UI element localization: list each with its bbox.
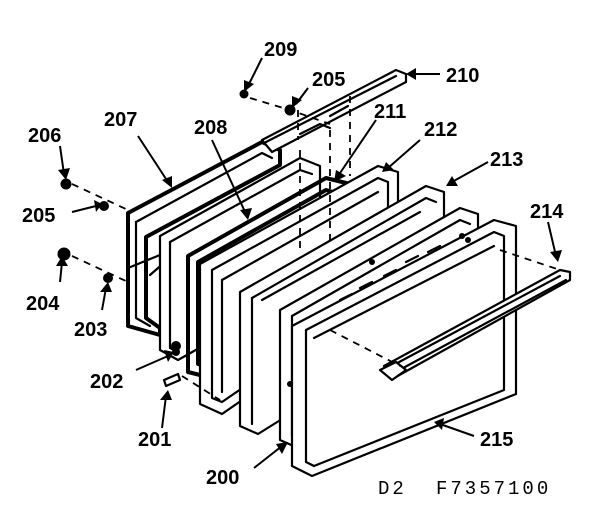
assembly-lines <box>71 96 561 401</box>
label-208: 208 <box>194 117 227 139</box>
screw-hole-icon <box>459 233 465 239</box>
label-215: 215 <box>480 429 513 451</box>
diagram-code: D2 <box>378 478 407 500</box>
screw-202-icon <box>172 348 180 356</box>
label-213: 213 <box>490 149 523 171</box>
label-209: 209 <box>264 39 297 61</box>
label-206: 206 <box>28 125 61 147</box>
washer-203-icon <box>103 273 113 283</box>
part-210-top-trim <box>260 68 408 154</box>
label-200: 200 <box>206 467 239 489</box>
label-210: 210 <box>446 65 479 87</box>
diagram-footer: D2 F7357100 <box>378 478 551 500</box>
label-201: 201 <box>138 429 171 451</box>
label-204: 204 <box>26 293 60 315</box>
screw-hole-icon <box>369 259 375 265</box>
hardware-screws <box>57 89 296 388</box>
label-203: 203 <box>74 319 107 341</box>
screw-206-icon <box>60 178 72 190</box>
screw-204-icon <box>57 247 71 261</box>
label-205-top: 205 <box>312 69 345 91</box>
screw-209-icon <box>239 89 249 99</box>
label-205-left: 205 <box>22 205 55 227</box>
screw-hole-icon <box>465 237 471 243</box>
label-214: 214 <box>530 201 564 223</box>
screw-201-icon <box>162 372 182 388</box>
label-202: 202 <box>90 371 123 393</box>
leader-lines <box>56 57 562 469</box>
part-labels: 209 205 210 206 207 208 211 212 213 214 … <box>22 39 564 489</box>
hinge-screw-icon <box>171 341 181 351</box>
label-212: 212 <box>424 119 457 141</box>
washer-205-left-icon <box>99 201 109 211</box>
label-207: 207 <box>104 109 137 131</box>
label-211: 211 <box>374 101 406 123</box>
part-215-outer-door <box>290 218 518 478</box>
part-number: F7357100 <box>436 478 551 500</box>
